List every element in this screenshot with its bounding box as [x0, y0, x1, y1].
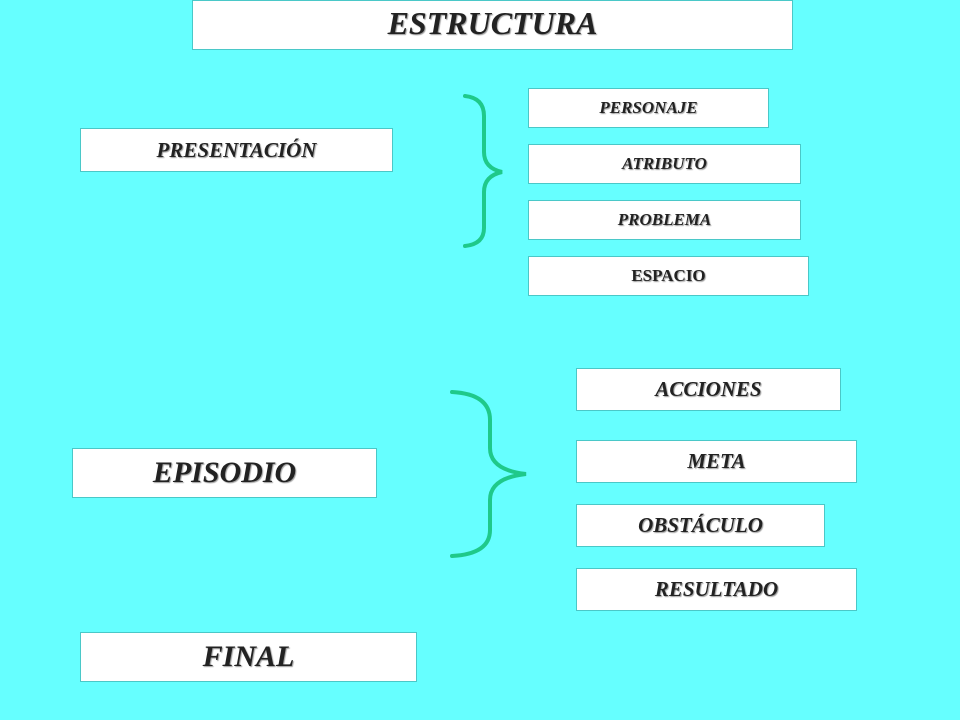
- personaje-box: PERSONAJE: [528, 88, 769, 128]
- espacio-box: ESPACIO: [528, 256, 809, 296]
- episodio-box: EPISODIO: [72, 448, 377, 498]
- problema-box: PROBLEMA: [528, 200, 801, 240]
- acciones-box: ACCIONES: [576, 368, 841, 411]
- final-box: FINAL: [80, 632, 417, 682]
- obstaculo-box: OBSTÁCULO: [576, 504, 825, 547]
- meta-box: META: [576, 440, 857, 483]
- presentacion-brace: [463, 94, 503, 248]
- resultado-box: RESULTADO: [576, 568, 857, 611]
- atributo-box: ATRIBUTO: [528, 144, 801, 184]
- presentacion-box: PRESENTACIÓN: [80, 128, 393, 172]
- diagram-title: ESTRUCTURA: [192, 0, 793, 50]
- episodio-brace: [450, 390, 527, 558]
